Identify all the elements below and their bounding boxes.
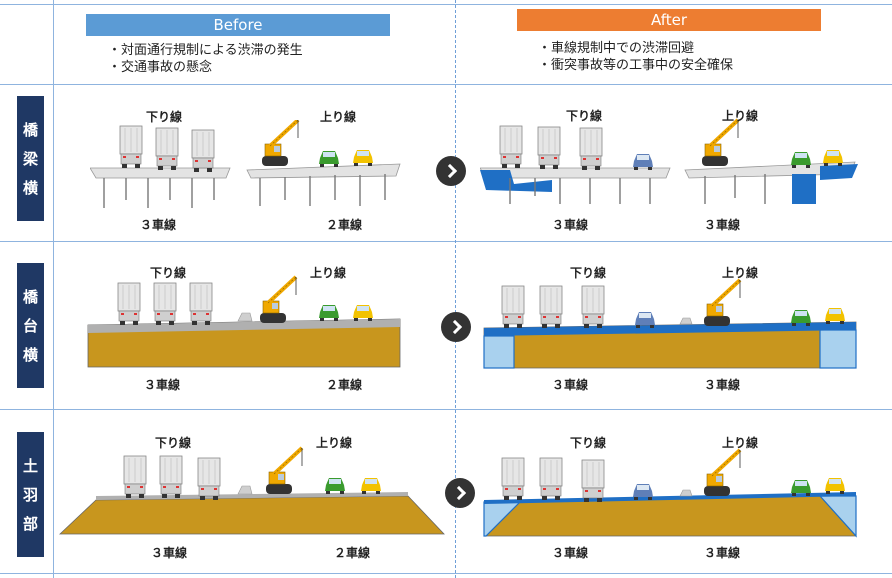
truck-icon	[539, 457, 563, 501]
arrow-right-icon	[445, 478, 475, 508]
truck-icon	[537, 126, 561, 170]
car-icon	[319, 151, 339, 167]
truck-icon	[581, 285, 605, 329]
lane-count-label: ３車線	[552, 218, 589, 232]
truck-icon	[159, 455, 183, 499]
row-label-char: 梁	[22, 150, 38, 168]
lane-count-label: ２車線	[326, 378, 363, 392]
row2-before-illustration	[87, 275, 401, 368]
grid-line-top	[0, 4, 892, 5]
truck-icon	[501, 285, 525, 329]
before-notes: ・対面通行規制による渋滞の発生 ・交通事故の懸念	[108, 42, 303, 76]
lane-direction-label: 上り線	[722, 436, 759, 450]
truck-icon	[191, 129, 215, 173]
row1-before-illustration	[90, 120, 401, 208]
car-icon	[361, 478, 381, 494]
car-icon	[353, 150, 373, 166]
row2-after-illustration	[483, 278, 857, 369]
lane-count-label: ３車線	[704, 378, 741, 392]
truck-icon	[117, 282, 141, 326]
crane-icon	[258, 275, 298, 325]
row-label-char: 横	[22, 346, 38, 364]
arrow-right-icon	[441, 312, 471, 342]
truck-icon	[189, 282, 213, 326]
crane-icon	[702, 278, 742, 328]
row1-after-illustration	[480, 118, 858, 204]
grid-line-header	[0, 84, 892, 85]
lane-count-label: ３車線	[151, 546, 188, 560]
row-label-char: 横	[22, 179, 38, 197]
lane-count-label: ２車線	[326, 218, 363, 232]
lane-direction-label: 上り線	[722, 109, 759, 123]
lane-direction-label: 下り線	[150, 266, 187, 280]
after-note-1: ・車線規制中での渋滞回避	[538, 41, 695, 56]
row-label-abutment: 橋 台 横	[17, 263, 44, 388]
after-header: After	[517, 9, 821, 31]
row-label-char: 土	[22, 457, 38, 475]
crane-icon	[702, 448, 742, 498]
lane-direction-label: 下り線	[146, 110, 183, 124]
truck-icon	[501, 457, 525, 501]
car-icon	[319, 305, 339, 321]
grid-line-label-column	[53, 0, 54, 578]
lane-direction-label: 下り線	[570, 266, 607, 280]
car-icon	[825, 478, 845, 494]
lane-count-label: ２車線	[334, 546, 371, 560]
lane-direction-label: 上り線	[722, 266, 759, 280]
truck-icon	[153, 282, 177, 326]
row-label-char: 橋	[22, 121, 38, 139]
truck-icon	[123, 455, 147, 499]
grid-line-before-after-divider	[455, 0, 456, 578]
lane-direction-label: 下り線	[566, 109, 603, 123]
lane-direction-label: 下り線	[155, 436, 192, 450]
before-note-2: ・交通事故の懸念	[108, 60, 213, 75]
crane-icon	[264, 446, 304, 496]
grid-line-row2	[0, 409, 892, 410]
after-notes: ・車線規制中での渋滞回避 ・衝突事故等の工事中の安全確保	[538, 40, 733, 74]
crane-icon	[700, 118, 740, 168]
lane-count-label: ３車線	[140, 218, 177, 232]
row-label-char: 台	[22, 317, 38, 335]
row-label-char: 部	[22, 515, 38, 533]
car-icon	[825, 308, 845, 324]
truck-icon	[197, 457, 221, 501]
lane-count-label: ３車線	[704, 218, 741, 232]
truck-icon	[119, 125, 143, 169]
lane-count-label: ３車線	[704, 546, 741, 560]
truck-icon	[579, 127, 603, 171]
lane-count-label: ３車線	[552, 378, 589, 392]
car-icon	[353, 305, 373, 321]
row-label-char: 羽	[22, 486, 38, 504]
crane-icon	[260, 120, 300, 168]
row-label-embankment: 土 羽 部	[17, 432, 44, 557]
lane-direction-label: 上り線	[320, 110, 357, 124]
arrow-right-icon	[436, 156, 466, 186]
lane-direction-label: 上り線	[316, 436, 353, 450]
grid-line-row1	[0, 241, 892, 242]
before-note-1: ・対面通行規制による渋滞の発生	[108, 43, 303, 58]
lane-count-label: ３車線	[144, 378, 181, 392]
before-header: Before	[86, 14, 390, 36]
lane-direction-label: 上り線	[310, 266, 347, 280]
row3-before-illustration	[58, 446, 445, 535]
truck-icon	[499, 125, 523, 169]
row3-after-illustration	[483, 448, 857, 538]
after-note-2: ・衝突事故等の工事中の安全確保	[538, 58, 734, 73]
truck-icon	[539, 285, 563, 329]
lane-direction-label: 下り線	[570, 436, 607, 450]
truck-icon	[155, 127, 179, 171]
truck-icon	[581, 459, 605, 503]
row-label-char: 橋	[22, 288, 38, 306]
row-label-bridge: 橋 梁 横	[17, 96, 44, 221]
grid-line-bottom	[0, 573, 892, 574]
car-icon	[325, 478, 345, 494]
lane-count-label: ３車線	[552, 546, 589, 560]
